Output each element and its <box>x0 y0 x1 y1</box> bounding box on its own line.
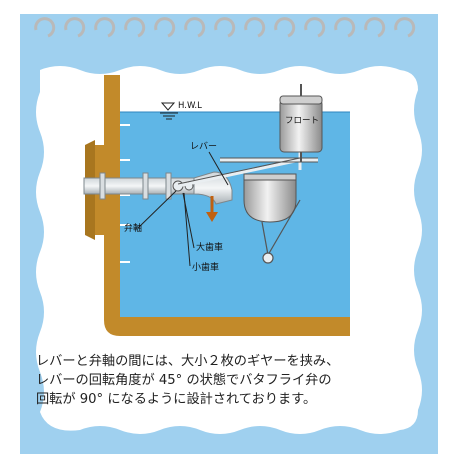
spiral-binding <box>34 17 416 38</box>
float-lower <box>243 173 297 223</box>
valve-shaft-label: 弁軸 <box>124 222 142 234</box>
ladder-rungs <box>120 94 130 263</box>
float-upper <box>279 84 323 162</box>
pipe-flange-3 <box>165 172 172 200</box>
pipe-flange-1 <box>99 172 106 200</box>
caption-line-1: レバーと弁軸の間には、大小２枚のギヤーを挟み、 <box>36 354 340 369</box>
float-label: フロート <box>285 116 319 126</box>
caption-line-2: レバーの回転角度が 45° の状態でバタフライ弁の <box>36 373 332 388</box>
hwl-marker <box>160 102 178 120</box>
caption-line-3: 回転が 90° になるように設計されております。 <box>36 392 317 407</box>
hwl-label: H.W.L <box>178 101 202 111</box>
tank-floor <box>104 300 350 336</box>
leader-lines <box>137 151 229 267</box>
large-gear-label: 大歯車 <box>196 241 223 253</box>
caption: レバーと弁軸の間には、大小２枚のギヤーを挟み、 レバーの回転角度が 45° の状… <box>36 352 431 409</box>
pipe-flange-2 <box>142 172 149 200</box>
gear-rods <box>261 199 301 264</box>
small-gear-label: 小歯車 <box>192 261 219 273</box>
lever-label: レバー <box>190 141 217 152</box>
rotation-arrow <box>206 196 218 222</box>
